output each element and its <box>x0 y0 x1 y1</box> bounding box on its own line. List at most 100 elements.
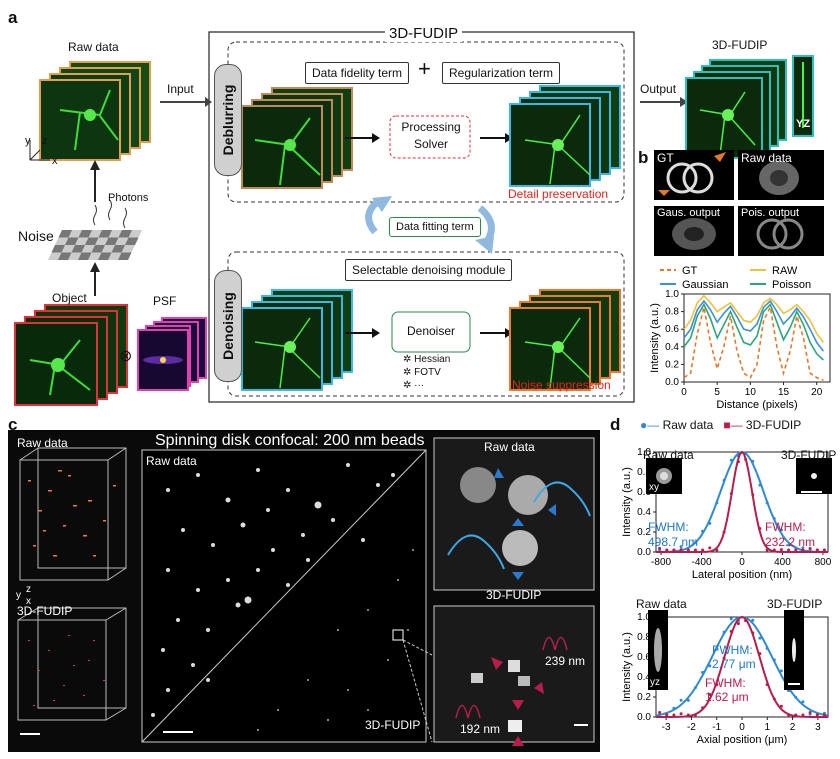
y-tick-label: 0.2 <box>637 527 651 538</box>
data-point-method <box>722 530 726 534</box>
x-axis-label: Lateral position (nm) <box>692 569 792 581</box>
data-point-raw <box>801 546 805 550</box>
data-point-method <box>701 706 705 710</box>
plus-sign: + <box>418 56 431 81</box>
distance-239: 239 nm <box>545 654 586 668</box>
data-point-method <box>729 629 733 633</box>
denoise-input-stack <box>241 289 353 391</box>
deblur-input-stack <box>241 87 353 189</box>
solver-text: Solver <box>413 137 448 151</box>
y-tick-label: 0.6 <box>637 487 651 498</box>
x-tick-label: 20 <box>811 387 823 398</box>
data-point-method <box>801 548 805 552</box>
data-point-method <box>686 713 690 717</box>
option-hessian: ✲ Hessian <box>403 354 451 365</box>
d1-inset-plane: xy <box>649 482 659 493</box>
pois-output-label: Pois. output <box>741 207 800 219</box>
data-point-method <box>686 548 690 552</box>
data-point-raw <box>772 658 776 662</box>
data-point-raw <box>722 630 726 634</box>
axis-x: x <box>52 155 58 167</box>
data-point-raw <box>722 478 726 482</box>
denoise-output-stack <box>509 289 621 391</box>
data-point-raw <box>801 700 805 704</box>
gt-label: GT <box>657 151 674 165</box>
noise-label: Noise <box>18 228 54 244</box>
gaus-output-label: Gaus. output <box>657 207 720 219</box>
y-tick-label: 0.6 <box>637 652 651 663</box>
output-title: 3D-FUDIP <box>712 38 768 52</box>
deblurring-tag: Deblurring <box>214 64 242 176</box>
data-point-method <box>815 548 819 552</box>
output-label: Output <box>640 82 677 96</box>
yz-label: YZ <box>796 118 811 130</box>
y-tick-label: 0.8 <box>637 467 651 478</box>
data-point-raw <box>693 541 697 545</box>
d1-inset-method: 3D-FUDIP <box>781 448 837 462</box>
object-label: Object <box>52 291 87 305</box>
y-tick-label: 0.4 <box>637 672 651 683</box>
raw-data-stack <box>39 61 151 161</box>
deblur-output-stack <box>509 85 621 187</box>
object-stack <box>14 304 128 406</box>
data-point-method <box>794 713 798 717</box>
data-point-method <box>744 457 748 461</box>
data-point-method <box>758 527 762 530</box>
d-axial-insets <box>648 610 804 690</box>
convolution-symbol: ⊗ <box>119 348 133 365</box>
d-legend-raw: Raw data <box>662 418 714 432</box>
final-output-stack <box>685 55 814 159</box>
data-point-method <box>751 631 755 635</box>
panel-b-label: b <box>638 148 649 167</box>
data-point-method <box>772 548 776 552</box>
data-point-raw <box>751 459 755 463</box>
option-fotv: ✲ FOTV <box>403 367 441 378</box>
d1-fwhm-method-1: FWHM: <box>765 520 806 534</box>
data-fidelity-tag: Data fidelity term <box>305 62 410 84</box>
data-point-method <box>665 548 669 552</box>
y-axis-label: Intensity (a.u.) <box>621 467 633 537</box>
d2-fwhm-raw-1: FWHM: <box>712 643 753 657</box>
legend-label-gaussian: Gaussian <box>682 279 728 291</box>
data-point-raw <box>701 529 705 533</box>
d1-fwhm-raw-1: FWHM: <box>648 520 689 534</box>
x-tick-label: 2 <box>790 722 796 733</box>
legend-label-gt: GT <box>682 265 698 277</box>
distance-192: 192 nm <box>460 722 501 736</box>
y-tick-label: 0.0 <box>637 547 651 558</box>
data-point-raw <box>772 517 776 521</box>
data-point-raw <box>765 501 769 505</box>
data-point-method <box>772 697 776 701</box>
data-point-raw <box>715 646 719 650</box>
data-point-raw <box>765 646 769 650</box>
data-point-method <box>779 548 783 552</box>
legend-label-poisson: Poisson <box>772 279 811 291</box>
data-point-method <box>808 711 812 714</box>
data-point-method <box>715 548 719 552</box>
data-point-method <box>787 548 791 552</box>
panel-c-graphics <box>17 437 595 746</box>
denoising-tag: Denoising <box>214 270 242 382</box>
x-tick-label: 5 <box>714 387 720 398</box>
panel-c-title: Spinning disk confocal: 200 nm beads <box>155 432 425 449</box>
data-point-raw <box>758 636 762 640</box>
data-point-method <box>744 619 748 623</box>
data-point-raw <box>658 713 662 717</box>
x-tick-label: 800 <box>815 557 832 568</box>
data-point-method <box>722 656 726 660</box>
data-point-raw <box>758 483 762 487</box>
photon-checkerboard <box>48 230 142 260</box>
x-tick-label: 3 <box>815 722 821 733</box>
left-raw-label: Raw data <box>17 436 68 450</box>
data-point-raw <box>794 695 798 699</box>
c-axis-x: x <box>26 596 31 607</box>
data-point-method <box>758 652 762 656</box>
fit-curve-method <box>656 615 828 718</box>
data-point-method <box>794 548 798 552</box>
x-tick-label: -3 <box>662 722 671 733</box>
data-point-method <box>693 713 697 717</box>
y-tick-label: 0.4 <box>637 507 651 518</box>
